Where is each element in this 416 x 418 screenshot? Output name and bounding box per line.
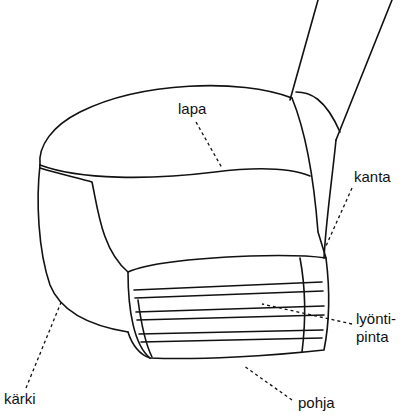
leader-line: [26, 300, 62, 388]
leader-line: [244, 366, 292, 400]
striking-face: [128, 256, 329, 359]
face-groove: [135, 291, 323, 298]
toe-edge: [40, 168, 128, 272]
part-label: kärki: [4, 390, 36, 408]
sole-edge: [128, 332, 150, 358]
leader-line: [326, 188, 352, 246]
crown-outline: [40, 86, 292, 165]
shaft-line: [336, 0, 392, 140]
face-groove: [137, 315, 324, 320]
face-groove: [139, 330, 323, 334]
face-groove: [136, 306, 324, 312]
face-groove: [134, 282, 322, 290]
part-label: lyönti- pinta: [356, 310, 412, 346]
heel-outline: [292, 98, 326, 258]
shaft-line: [290, 0, 318, 100]
face-edge: [138, 300, 152, 357]
heel-outline: [324, 140, 336, 258]
crown-edge: [40, 165, 310, 177]
part-label: pohja: [298, 394, 335, 412]
part-label: lapa: [178, 100, 206, 118]
leader-line: [196, 122, 222, 168]
hosel-line: [296, 92, 340, 132]
toe-outline: [38, 165, 128, 332]
part-label: kanta: [354, 168, 391, 186]
face-groove: [141, 338, 322, 342]
leader-line: [262, 304, 352, 324]
